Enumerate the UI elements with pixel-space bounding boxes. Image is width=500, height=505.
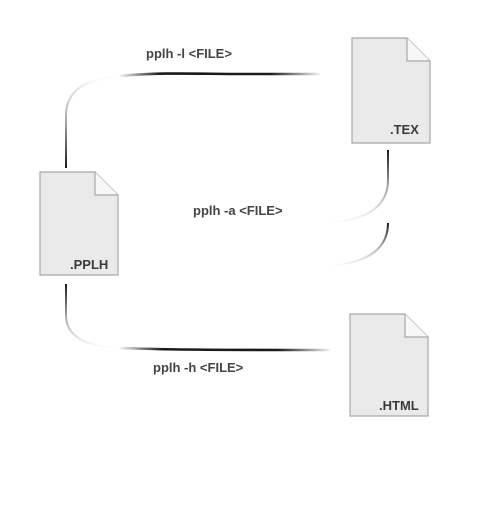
connector-to-tex [65,72,320,168]
pplh-file-label: .PPLH [70,257,109,272]
latex-command-label: pplh -l <FILE> [146,46,232,61]
pplh-file-icon [39,171,119,276]
ascii-command-label: pplh -a <FILE> [193,203,283,218]
connector-middle-html [329,222,389,267]
connector-middle-tex [114,150,389,225]
tex-file-icon [351,37,431,144]
html-command-label: pplh -h <FILE> [153,360,244,375]
tex-file-label: .TEX [390,122,419,137]
html-file-label: .HTML [379,398,419,413]
connector-to-html [65,284,330,352]
html-file-icon [349,313,429,417]
